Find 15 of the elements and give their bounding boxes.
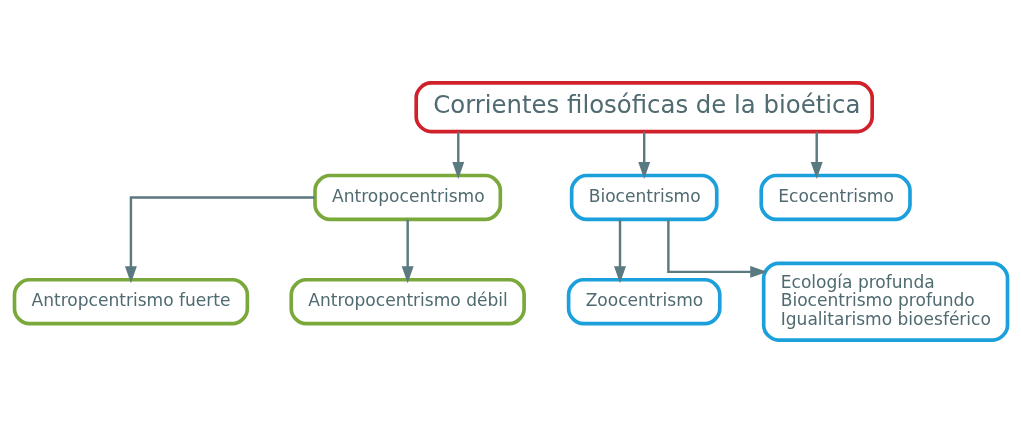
node-box: Ecología profunda Biocentrismo profundo Igualitarismo bioesférico: [761, 261, 1009, 342]
node-box: Antropocentrismo: [312, 173, 502, 221]
node-box: Ecocentrismo: [758, 173, 912, 221]
arrow: [810, 131, 823, 179]
arrow: [666, 219, 767, 278]
arrow: [124, 195, 315, 283]
arrow: [401, 219, 414, 283]
node-box: Biocentrismo: [569, 173, 719, 221]
arrow: [613, 219, 626, 283]
node-box: Corrientes filosóficas de la bioética: [413, 80, 874, 133]
arrow: [451, 131, 464, 179]
node-box: Zoocentrismo: [566, 277, 722, 325]
node-box: Antropcentrismo fuerte: [12, 277, 249, 325]
arrow: [637, 131, 650, 179]
node-box: Antropocentrismo débil: [288, 277, 526, 325]
